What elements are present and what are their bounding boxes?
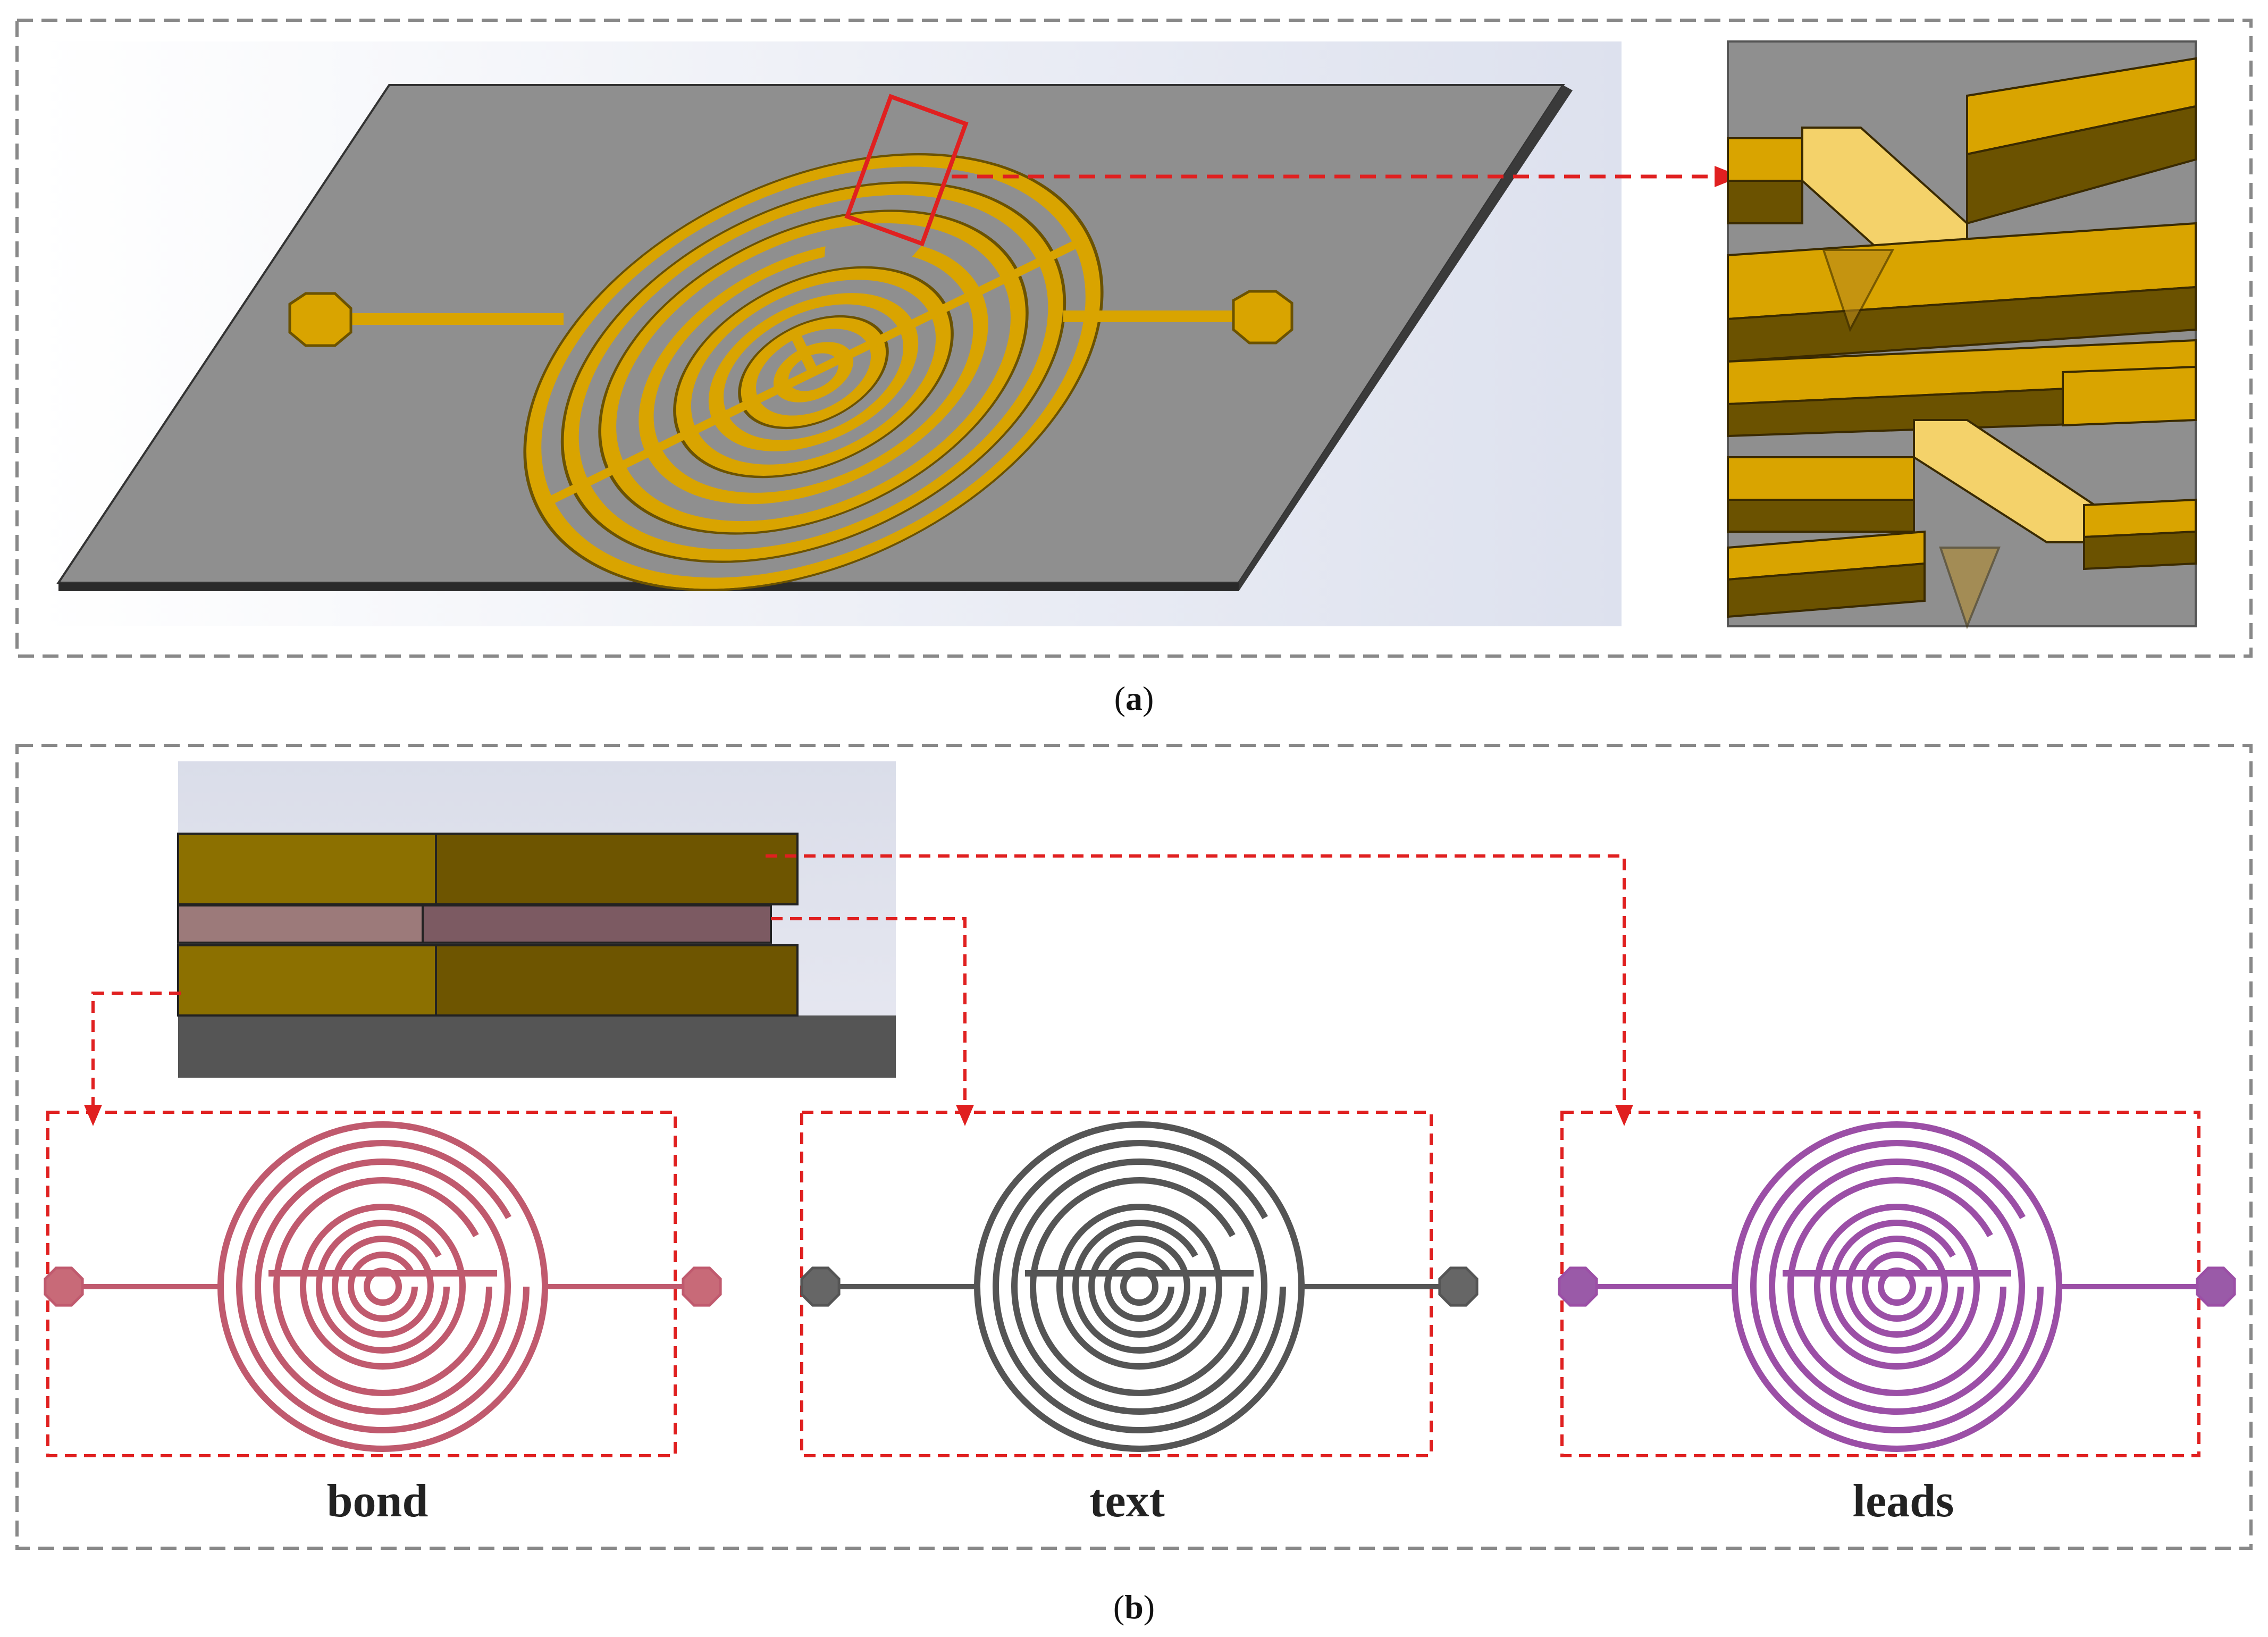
coil-pad-left	[800, 1266, 841, 1307]
coil-turn	[1056, 1204, 1222, 1370]
connector-text	[771, 917, 967, 1106]
coil-turn	[1030, 1177, 1249, 1396]
top-gold-layer-left	[177, 833, 437, 905]
coil-turn	[1862, 1252, 1932, 1322]
coil-turn	[1088, 1236, 1190, 1338]
caption-a: (a)	[1114, 679, 1154, 717]
coil-turn	[1104, 1252, 1174, 1322]
leads-coil-icon	[1558, 1121, 2236, 1452]
bottom-gold-layer-right	[435, 944, 799, 1017]
panel-a	[15, 19, 2253, 658]
coil-turn	[1830, 1220, 1964, 1354]
coil-turn	[217, 1121, 548, 1452]
bond-layer-right	[422, 904, 772, 944]
substrate-plate	[56, 84, 1573, 591]
coil-turn	[255, 1159, 511, 1415]
coil-turn	[332, 1236, 434, 1338]
connector-bond	[91, 992, 181, 1106]
coil-pad-right	[682, 1266, 722, 1307]
connector-leads-arrowhead	[1615, 1105, 1633, 1126]
layer-label-text: text	[1089, 1475, 1165, 1527]
coil-3d	[523, 153, 1104, 591]
lead-right	[1063, 290, 1293, 345]
bottom-gold-layer-left	[177, 944, 437, 1017]
coil-turn	[1072, 1220, 1206, 1354]
top-gold-layer-right	[435, 833, 799, 905]
coil-turn	[974, 1121, 1305, 1452]
coil-turn	[1814, 1204, 1980, 1370]
coil-turn	[316, 1220, 450, 1354]
layer-label-bond: bond	[327, 1475, 429, 1527]
lead-left	[288, 292, 564, 347]
layer-connectors	[91, 854, 1626, 1106]
coil-pad-right	[2196, 1266, 2236, 1307]
connector-text-arrowhead	[956, 1105, 974, 1126]
zoom-selection-box	[844, 94, 969, 247]
cross-section	[177, 761, 896, 1078]
coil-turn	[1846, 1236, 1948, 1338]
panel-a-frame	[15, 19, 2253, 658]
coil-turn	[236, 1140, 530, 1433]
zoom-detail	[1727, 40, 2197, 629]
coil-pad-left	[44, 1266, 84, 1307]
caption-b: (b)	[1113, 1588, 1155, 1626]
connector-leads	[766, 854, 1626, 1106]
coil-turn	[1787, 1177, 2006, 1396]
coil-turn	[300, 1204, 466, 1370]
coil-pad-left	[1558, 1266, 1598, 1307]
text-coil-icon	[800, 1121, 1479, 1452]
bond-layer-left	[177, 904, 424, 944]
coil-turn	[1750, 1140, 2044, 1433]
layer-label-leads: leads	[1853, 1475, 1954, 1527]
coil-turn	[348, 1252, 418, 1322]
coil-turn	[993, 1140, 1286, 1433]
coil-turn	[273, 1177, 492, 1396]
text-mask-frame	[800, 1111, 1433, 1457]
coil-turn	[1732, 1121, 2062, 1452]
panel-b: bond text leads	[15, 744, 2253, 1550]
coil-pad-right	[1438, 1266, 1479, 1307]
bond-coil-icon	[44, 1121, 722, 1452]
coil-turn	[1769, 1159, 2025, 1415]
connector-bond-arrowhead	[84, 1105, 102, 1126]
coil-turn	[1011, 1159, 1267, 1415]
